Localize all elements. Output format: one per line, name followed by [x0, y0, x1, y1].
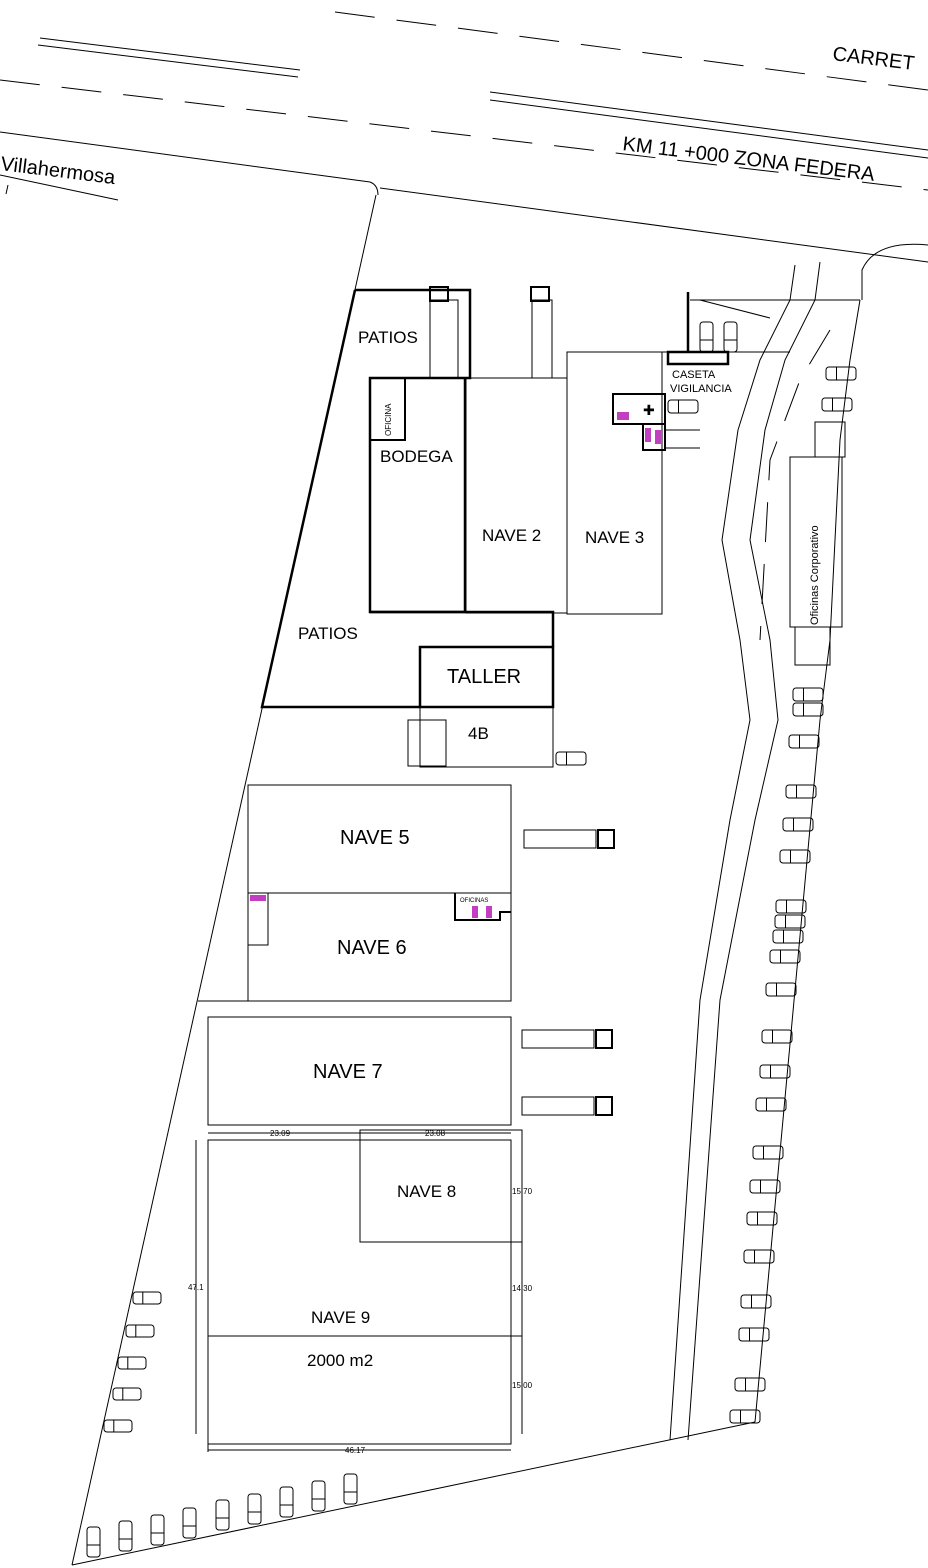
caseta-label-2: VIGILANCIA — [670, 383, 732, 395]
car-icon — [182, 1507, 197, 1539]
car-icon — [752, 1145, 784, 1160]
dim-top-left: 23.09 — [270, 1129, 291, 1138]
access-road — [669, 261, 861, 1441]
car-icon — [125, 1324, 155, 1338]
first-aid-room: ✚ — [612, 393, 700, 451]
car-icon — [247, 1493, 262, 1525]
patios-bottom-label: PATIOS — [298, 624, 358, 643]
dim-right-1: 15.70 — [512, 1187, 533, 1196]
car-icon — [761, 1029, 793, 1044]
highway-lines — [0, 11, 928, 300]
car-icon — [792, 687, 824, 702]
car-icon — [734, 1377, 766, 1392]
car-icon — [821, 397, 853, 412]
trucks — [429, 286, 615, 1116]
car-icon — [792, 702, 824, 717]
car-icon — [555, 751, 587, 766]
car-icon — [103, 1419, 133, 1433]
car-icon — [749, 1179, 781, 1194]
car-icon — [788, 734, 820, 749]
car-icon — [825, 366, 857, 381]
car-icon — [774, 914, 806, 929]
truck-icon — [521, 1096, 613, 1116]
car-icon — [772, 929, 804, 944]
nave8-label: NAVE 8 — [397, 1182, 456, 1201]
car-icon — [779, 849, 811, 864]
nave5-label: NAVE 5 — [340, 827, 410, 849]
car-icon — [782, 817, 814, 832]
car-icon — [343, 1473, 358, 1505]
bodega-label: BODEGA — [380, 447, 453, 466]
car-icon — [785, 784, 817, 799]
car-icon — [215, 1499, 230, 1531]
oficina-label: OFICINA — [384, 403, 393, 436]
truck-cab-icon — [429, 286, 449, 302]
nave2-label: NAVE 2 — [482, 526, 541, 545]
nave3-label: NAVE 3 — [585, 528, 644, 547]
car-icon — [729, 1409, 761, 1424]
car-icon — [311, 1480, 326, 1512]
patios-top-label: PATIOS — [358, 328, 418, 347]
car-icon — [667, 399, 699, 414]
car-icon — [118, 1520, 133, 1552]
car-icon — [775, 899, 807, 914]
car-icon — [740, 1294, 772, 1309]
car-icon — [759, 1064, 791, 1079]
nave6-label: NAVE 6 — [337, 937, 407, 959]
dim-right-3: 15.00 — [512, 1381, 533, 1390]
car-icon — [86, 1526, 101, 1558]
dim-left: 47.1 — [188, 1283, 204, 1292]
oficinas-corporativo-label: Oficinas Corporativo — [809, 525, 821, 625]
taller-label: TALLER — [447, 666, 521, 688]
car-icon — [755, 1097, 787, 1112]
car-icon — [112, 1387, 142, 1401]
nave7-label: NAVE 7 — [313, 1061, 383, 1083]
car-icon — [279, 1486, 294, 1518]
bodega-block — [260, 288, 790, 768]
car-icon — [699, 321, 714, 353]
road-label-carretera: CARRET — [831, 43, 915, 75]
dim-bottom: 46.17 — [345, 1446, 366, 1455]
car-icon — [743, 1249, 775, 1264]
car-icon — [769, 949, 801, 964]
dim-right-2: 14.30 — [512, 1284, 533, 1293]
car-icon — [117, 1356, 147, 1370]
caseta-label-1: CASETA — [672, 369, 716, 381]
nave9-label: NAVE 9 — [311, 1308, 370, 1327]
car-icon — [765, 982, 797, 997]
truck-icon — [521, 1029, 613, 1049]
car-icon — [132, 1291, 162, 1305]
truck-cab-icon — [530, 286, 550, 302]
road-label-villahermosa: Villahermosa — [0, 153, 117, 189]
car-icon — [738, 1327, 770, 1342]
dim-top-right: 23.08 — [425, 1129, 446, 1138]
nave9-area-label: 2000 m2 — [307, 1351, 373, 1370]
4b-label: 4B — [468, 724, 489, 743]
oficinas-small-label: OFICINAS — [460, 898, 488, 904]
car-icon — [723, 321, 738, 353]
first-aid-cross-icon: ✚ — [643, 402, 655, 418]
car-icon — [746, 1211, 778, 1226]
car-icon — [150, 1514, 165, 1546]
truck-icon — [523, 829, 615, 849]
naves-block — [195, 784, 523, 1452]
road-label-zona-federal: KM 11 +000 ZONA FEDERA — [621, 133, 876, 186]
parked-cars — [86, 321, 857, 1558]
